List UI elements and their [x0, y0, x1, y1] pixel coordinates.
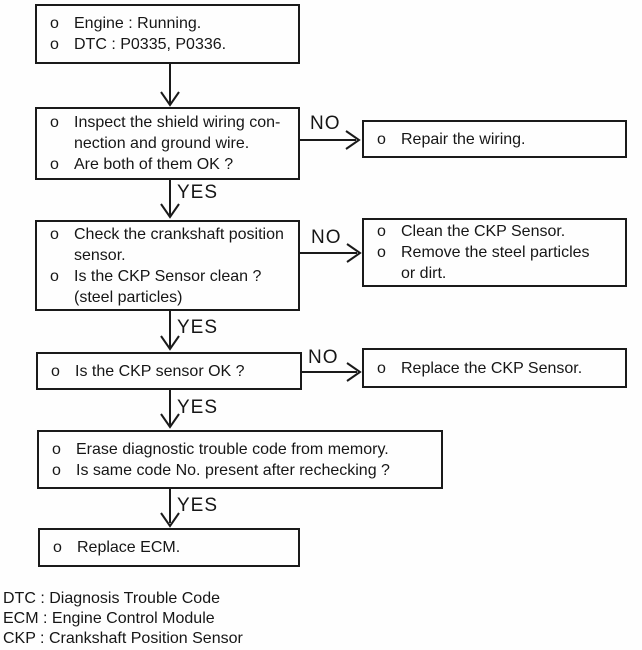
list-item: o Check the crankshaft position sensor. [49, 224, 292, 266]
legend-line-ecm: ECM : Engine Control Module [3, 610, 215, 627]
legend-line-dtc: DTC : Diagnosis Trouble Code [3, 590, 220, 607]
arrow-ckpok-to-erase-yes [160, 390, 180, 429]
list-item: o Erase diagnostic trouble code from mem… [51, 439, 435, 460]
bullet-marker: o [50, 225, 59, 243]
arrow-inspect-to-check-yes [160, 180, 180, 219]
item-text: Erase diagnostic trouble code from memor… [76, 440, 389, 458]
branch-label-no: NO [310, 113, 341, 134]
bullet-marker: o [51, 362, 60, 380]
flow-box-replace-ckp-sensor: o Replace the CKP Sensor. [362, 348, 627, 388]
item-text: Engine : Running. [74, 15, 202, 32]
bullet-marker: o [50, 267, 59, 285]
arrow-start-to-inspect [160, 64, 180, 107]
item-text: DTC : P0335, P0336. [74, 36, 227, 53]
arrow-ckpok-to-replaceckp-no [302, 362, 362, 382]
bullet-marker: o [50, 15, 59, 32]
list-item: o Repair the wiring. [376, 129, 619, 150]
flow-box-check-ckp-sensor: o Check the crankshaft position sensor. … [35, 220, 300, 311]
bullet-marker: o [53, 539, 62, 556]
item-text: Remove the steel particles or dirt. [401, 244, 590, 282]
item-text: Replace ECM. [77, 539, 181, 556]
list-item: o Replace ECM. [52, 537, 292, 558]
flow-box-erase-dtc: o Erase diagnostic trouble code from mem… [37, 430, 443, 489]
item-text: Is same code No. present after recheckin… [76, 461, 390, 479]
flow-box-inspect-wiring: o Inspect the shield wiring con- nection… [35, 107, 300, 180]
flow-box-repair-wiring: o Repair the wiring. [362, 120, 627, 158]
list-item: o Is the CKP Sensor clean ? (steel parti… [49, 266, 292, 308]
item-text: Check the crankshaft position sensor. [74, 225, 284, 264]
item-text: Clean the CKP Sensor. [401, 223, 566, 240]
list-item: o Inspect the shield wiring con- nection… [49, 112, 292, 154]
flow-box-start-conditions: o Engine : Running. o DTC : P0335, P0336… [35, 4, 300, 64]
list-item: o Is the CKP sensor OK ? [50, 361, 294, 382]
list-item: o DTC : P0335, P0336. [49, 34, 292, 55]
flow-box-replace-ecm: o Replace ECM. [38, 528, 300, 567]
arrow-erase-to-ecm-yes [160, 489, 180, 528]
arrow-check-to-clean-no [300, 243, 362, 263]
branch-label-yes: YES [177, 495, 219, 516]
bullet-marker: o [50, 114, 59, 131]
flow-box-clean-ckp-sensor: o Clean the CKP Sensor. o Remove the ste… [362, 218, 627, 287]
branch-label-yes: YES [177, 182, 219, 203]
item-text: Repair the wiring. [401, 130, 526, 148]
list-item: o Is same code No. present after recheck… [51, 460, 435, 481]
item-text: Inspect the shield wiring con- nection a… [74, 114, 281, 152]
branch-label-no: NO [311, 227, 342, 248]
list-item: o Are both of them OK ? [49, 154, 292, 175]
item-text: Is the CKP Sensor clean ? (steel particl… [74, 267, 262, 306]
bullet-marker: o [50, 156, 59, 173]
branch-label-no: NO [308, 347, 339, 368]
legend-line-ckp: CKP : Crankshaft Position Sensor [3, 630, 243, 647]
branch-label-yes: YES [177, 317, 219, 338]
flow-box-is-ckp-ok: o Is the CKP sensor OK ? [36, 352, 302, 390]
bullet-marker: o [377, 223, 386, 240]
list-item: o Replace the CKP Sensor. [376, 358, 619, 379]
bullet-marker: o [377, 244, 386, 261]
item-text: Replace the CKP Sensor. [401, 359, 583, 377]
list-item: o Clean the CKP Sensor. [376, 221, 619, 242]
arrow-inspect-to-repair-no [300, 130, 361, 150]
bullet-marker: o [377, 130, 386, 148]
item-text: Are both of them OK ? [74, 156, 234, 173]
bullet-marker: o [52, 440, 61, 458]
bullet-marker: o [377, 359, 386, 377]
abbreviation-legend: DTC : Diagnosis Trouble Code ECM : Engin… [3, 589, 243, 649]
list-item: o Remove the steel particles or dirt. [376, 242, 619, 284]
branch-label-yes: YES [177, 397, 219, 418]
item-text: Is the CKP sensor OK ? [75, 362, 245, 380]
bullet-marker: o [50, 36, 59, 53]
arrow-check-to-ckpok-yes [160, 311, 180, 351]
list-item: o Engine : Running. [49, 13, 292, 34]
bullet-marker: o [52, 461, 61, 479]
